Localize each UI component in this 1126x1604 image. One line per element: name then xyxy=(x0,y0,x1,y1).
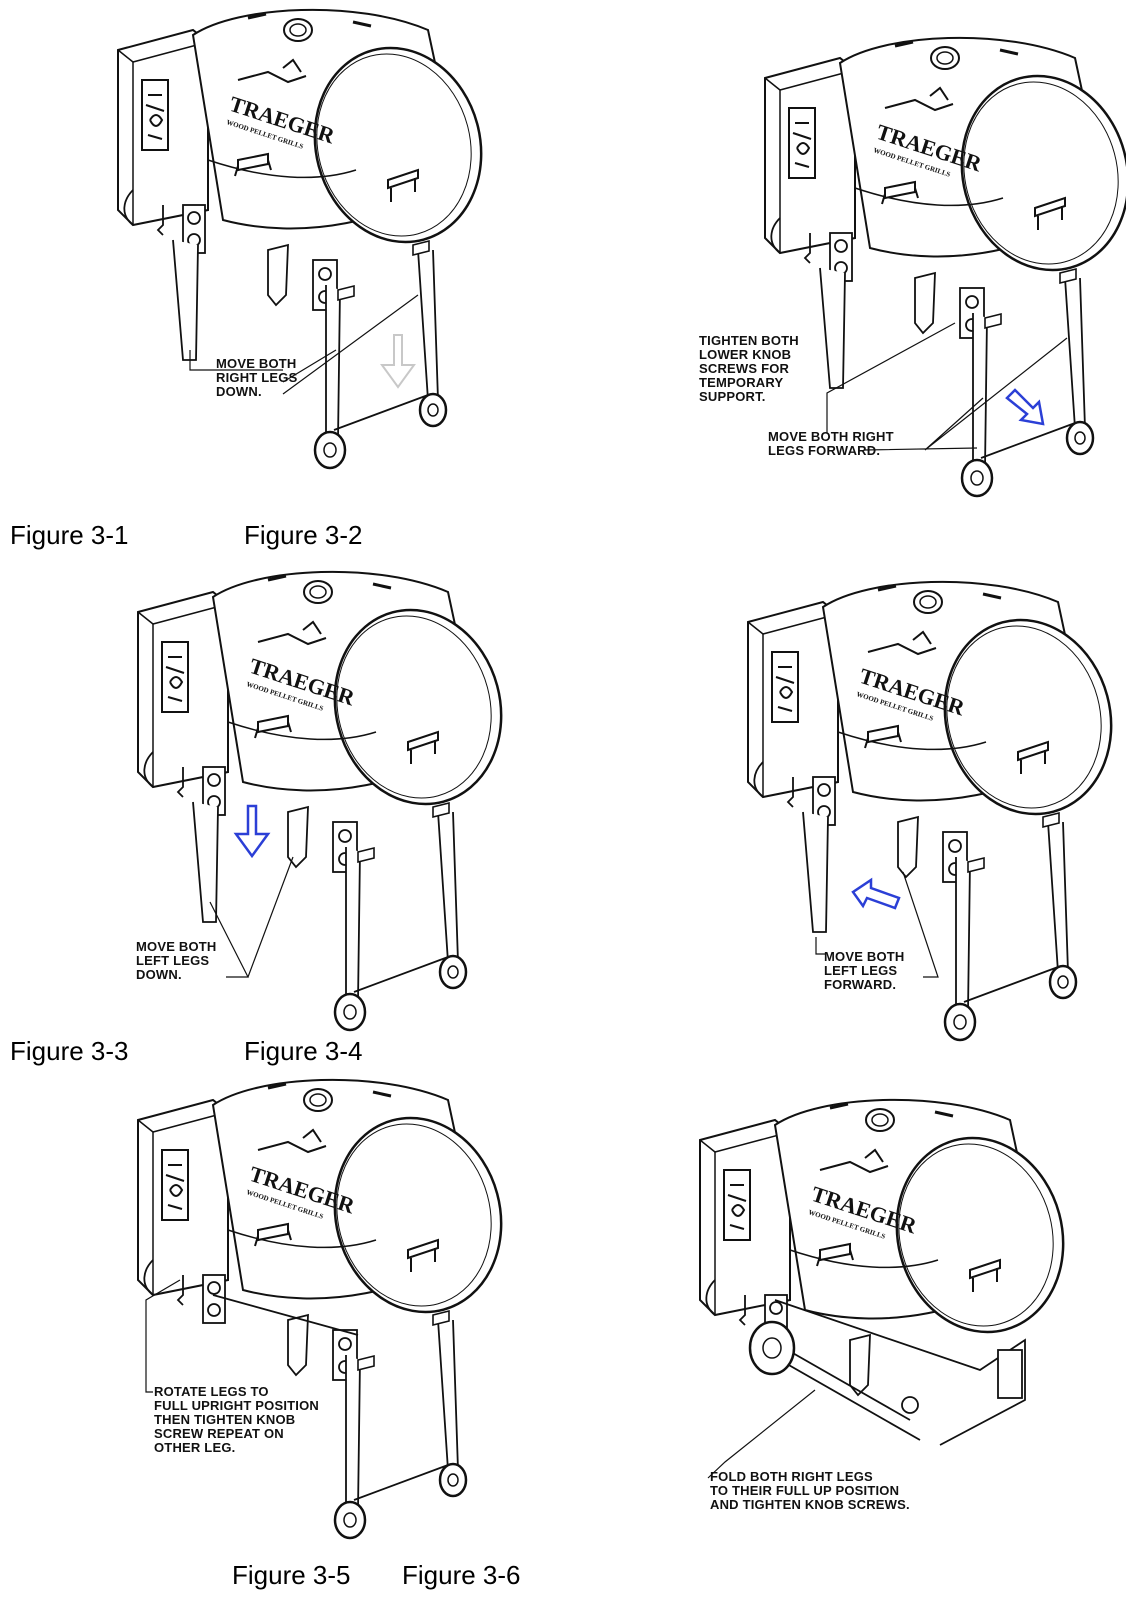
caption-figure-3-2: Figure 3-2 xyxy=(244,520,363,550)
down-arrow-icon xyxy=(233,804,271,859)
forward-up-arrow-icon xyxy=(851,877,901,910)
caption-figure-3-4: Figure 3-4 xyxy=(244,1036,363,1066)
down-arrow-icon xyxy=(380,334,416,389)
figure-3-3-illustration: TRAEGER WOOD PELLET GRILLS MOVE BOTH LEF… xyxy=(118,570,525,1042)
figure-3-5-illustration: TRAEGER WOOD PELLET GRILLS ROTATE LEGS T… xyxy=(118,1078,525,1550)
figure-3-2-illustration: TRAEGER WOOD PELLET GRILLS TIGHTEN BOTH … xyxy=(699,36,1126,508)
caption-figure-3-5: Figure 3-5 xyxy=(232,1560,351,1590)
caption-figure-3-1: Figure 3-1 xyxy=(10,520,129,550)
callout-fold-right-legs: FOLD BOTH RIGHT LEGS TO THEIR FULL UP PO… xyxy=(710,1469,910,1512)
callout-move-left-legs-forward: MOVE BOTH LEFT LEGS FORWARD. xyxy=(824,949,905,992)
figure-3-6-illustration: TRAEGER WOOD PELLET GRILLS FOLD BOTH RIG… xyxy=(680,1098,1087,1570)
figure-3-4-illustration: TRAEGER WOOD PELLET GRILLS MOVE BOTH LEF… xyxy=(728,580,1126,1052)
callout-move-left-legs-down: MOVE BOTH LEFT LEGS DOWN. xyxy=(136,939,217,982)
callout-move-right-legs-down: MOVE BOTH RIGHT LEGS DOWN. xyxy=(216,356,298,399)
figure-3-1-illustration: TRAEGER WOOD PELLET GRILLS MOVE BOTH RIG… xyxy=(98,8,505,480)
forward-arrow-icon xyxy=(1005,388,1045,426)
caption-figure-3-3: Figure 3-3 xyxy=(10,1036,129,1066)
caption-figure-3-6: Figure 3-6 xyxy=(402,1560,521,1590)
callout-rotate-legs: ROTATE LEGS TO FULL UPRIGHT POSITION THE… xyxy=(154,1384,320,1455)
callout-tighten-knobs: TIGHTEN BOTH LOWER KNOB SCREWS FOR TEMPO… xyxy=(699,333,799,404)
callout-move-right-legs-forward: MOVE BOTH RIGHT LEGS FORWARD. xyxy=(768,429,894,458)
